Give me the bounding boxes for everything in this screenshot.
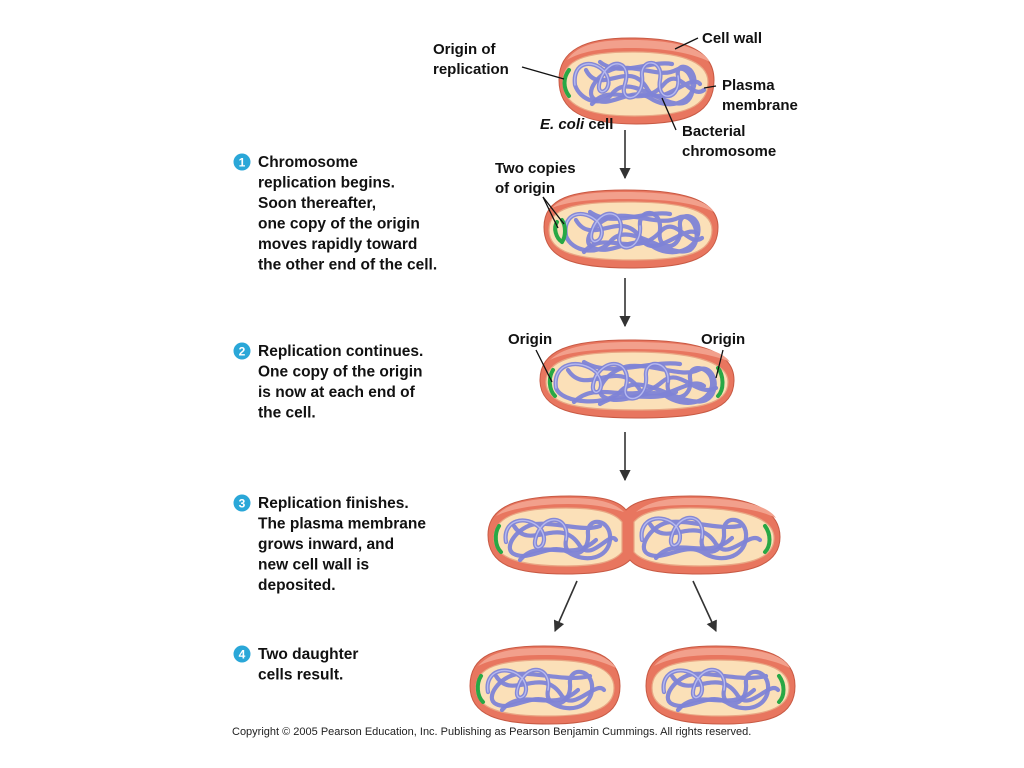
step-1-badge (233, 153, 251, 171)
step-3-line-4: new cell wall is (258, 557, 369, 574)
step-4-text: Two daughter cells result. (258, 646, 363, 684)
daughter-cell-left (469, 645, 621, 725)
step-1-line-2: replication begins. (258, 175, 395, 192)
chromosome-step-3-left (503, 517, 619, 563)
step-4-line-1: Two daughter (258, 646, 358, 663)
step-2: 2 Replication continues. One copy of the… (233, 342, 428, 422)
two-copies-line-1: Two copies (495, 160, 576, 177)
cell-step-1 (543, 189, 719, 269)
bacterial-chromosome-leader (661, 97, 677, 131)
chromosome-daughter-right (661, 667, 781, 713)
origin-right-marker (716, 366, 725, 398)
origin-daughter-right (777, 674, 786, 704)
step-1-number: 1 (239, 156, 246, 170)
step-2-line-4: the cell. (258, 405, 316, 422)
origin-right-label: Origin (701, 331, 745, 348)
origin-marker (562, 68, 571, 98)
origin-left-step-3 (493, 524, 503, 554)
chromosome-step-2 (553, 359, 719, 407)
cell-wall-label: Cell wall (702, 30, 762, 47)
step-4: 4 Two daughter cells result. (233, 645, 363, 684)
step-1-line-5: moves rapidly toward (258, 236, 417, 253)
step-2-line-2: One copy of the origin (258, 364, 422, 381)
step-3-line-1: Replication finishes. (258, 495, 409, 512)
step-3-badge (233, 494, 251, 512)
origin-right-step-3 (763, 524, 772, 554)
ecoli-rest: cell (584, 116, 613, 133)
step-4-line-2: cells result. (258, 667, 343, 684)
two-copies-of-origin-label: Two copies of origin (495, 160, 580, 197)
step-2-badge (233, 342, 251, 360)
origin-of-replication-line-2: replication (433, 61, 509, 78)
step-1-line-4: one copy of the origin (258, 216, 420, 233)
step-4-badge (233, 645, 251, 663)
origin-left-leader (535, 349, 553, 383)
copyright-notice: Copyright © 2005 Pearson Education, Inc.… (232, 726, 751, 738)
arrow-diagonal-right (692, 580, 717, 633)
step-3-line-3: grows inward, and (258, 536, 394, 553)
plasma-membrane-leader (703, 85, 717, 89)
plasma-membrane-line-1: Plasma (722, 77, 775, 94)
step-1-line-3: Soon thereafter, (258, 195, 376, 212)
two-copies-leader-b (542, 196, 565, 225)
two-copies-line-2: of origin (495, 180, 555, 197)
two-copies-leader-a (542, 196, 559, 229)
ecoli-italic: E. coli (540, 116, 585, 133)
step-2-line-1: Replication continues. (258, 343, 423, 360)
plasma-membrane-line-2: membrane (722, 97, 798, 114)
origin-of-replication-leader (521, 66, 565, 80)
origin-left-marker (547, 368, 557, 398)
origin-of-replication-line-1: Origin of (433, 41, 496, 58)
step-3-text: Replication finishes. The plasma membran… (258, 495, 430, 594)
step-3: 3 Replication finishes. The plasma membr… (233, 494, 430, 594)
origin-right-leader (715, 349, 724, 379)
chromosome-step-1 (563, 209, 705, 255)
step-4-number: 4 (239, 648, 246, 662)
step-1: 1 Chromosome replication begins. Soon th… (233, 153, 437, 274)
step-3-number: 3 (239, 497, 246, 511)
step-2-number: 2 (239, 345, 246, 359)
chromosome-daughter-left (485, 667, 607, 713)
step-1-line-6: the other end of the cell. (258, 257, 437, 274)
step-1-line-1: Chromosome (258, 154, 358, 171)
plasma-membrane-label: Plasma membrane (722, 77, 798, 114)
step-2-text: Replication continues. One copy of the o… (258, 343, 428, 422)
step-1-text: Chromosome replication begins. Soon ther… (258, 154, 437, 274)
chromosome-step-3-right (639, 515, 763, 561)
bacterial-chromosome-line-2: chromosome (682, 143, 776, 160)
origin-left-label: Origin (508, 331, 552, 348)
ecoli-cell-label: E. coli cell (540, 116, 613, 133)
cell-wall-leader (674, 37, 699, 50)
step-3-line-2: The plasma membrane (258, 516, 426, 533)
bacterial-chromosome-label: Bacterial chromosome (682, 123, 776, 160)
cell-step-2 (539, 339, 735, 419)
arrow-diagonal-left (553, 580, 578, 633)
origin-of-replication-label: Origin of replication (433, 41, 509, 78)
origin-daughter-left (475, 674, 485, 704)
cell-step-3 (487, 495, 781, 575)
step-2-line-3: is now at each end of (258, 384, 416, 401)
step-3-line-5: deposited. (258, 577, 336, 594)
bacterial-chromosome-line-1: Bacterial (682, 123, 745, 140)
ecoli-cell (558, 37, 715, 125)
daughter-cell-right (645, 645, 796, 725)
bacterial-chromosome (572, 59, 707, 107)
